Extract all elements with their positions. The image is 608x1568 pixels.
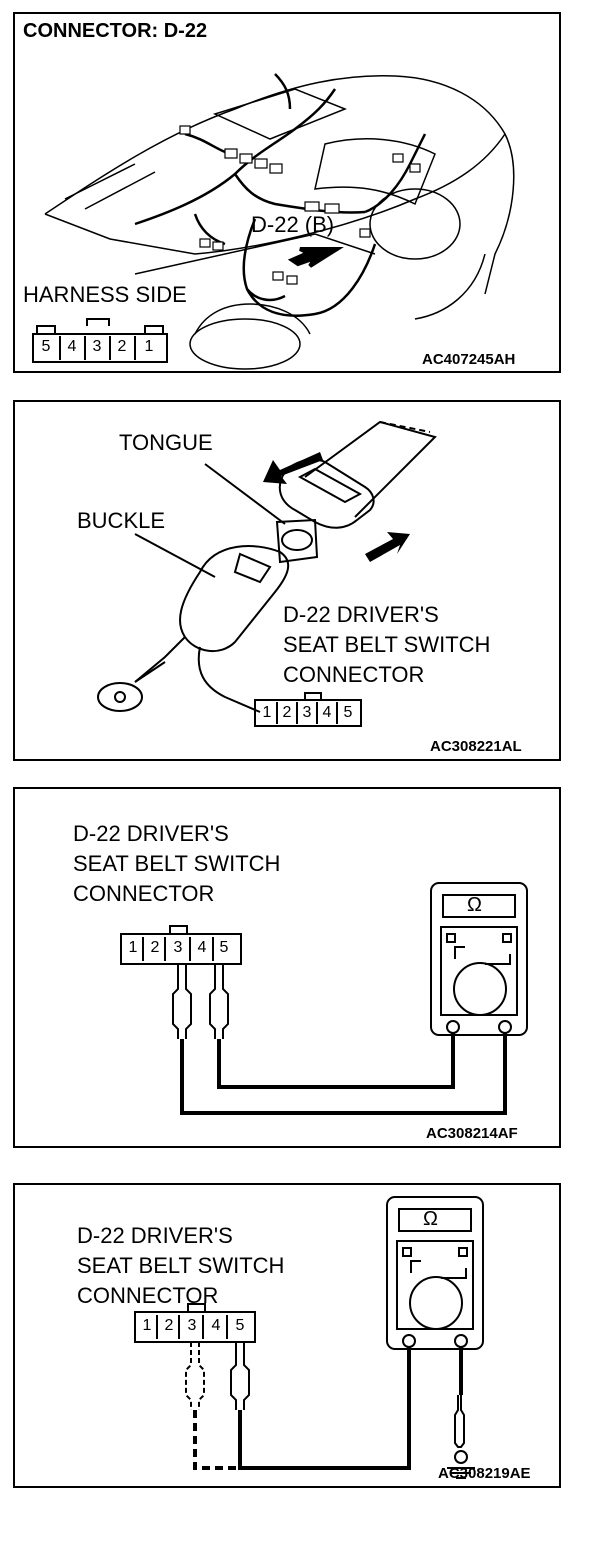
- pin-label: 2: [117, 338, 127, 355]
- pin-label: 1: [144, 338, 154, 355]
- pin-label: 3: [302, 704, 312, 721]
- pin-label: 2: [282, 704, 292, 721]
- ground-check-panel: D-22 DRIVER'S SEAT BELT SWITCH CONNECTOR…: [13, 1183, 561, 1488]
- pin-label: 2: [164, 1317, 174, 1334]
- connector-name-line: D-22 DRIVER'S: [283, 602, 439, 627]
- figure-code: AC308214AF: [426, 1125, 518, 1142]
- vehicle-harness-drawing: [32, 73, 515, 370]
- seat-belt-drawing: [97, 420, 437, 727]
- pin-label: 4: [197, 939, 207, 956]
- tongue-label: TONGUE: [119, 430, 213, 455]
- pin-label: 3: [187, 1317, 197, 1334]
- ground-test-drawing: [134, 1196, 484, 1479]
- pin-label: 4: [67, 338, 77, 355]
- harness-side-label: HARNESS SIDE: [23, 282, 187, 307]
- connector-name-line: SEAT BELT SWITCH: [77, 1253, 285, 1278]
- connector-name-line: SEAT BELT SWITCH: [283, 632, 491, 657]
- connector-callout: D-22 (B): [251, 212, 335, 237]
- pin-label: 4: [211, 1317, 221, 1334]
- pin-label: 5: [343, 704, 353, 721]
- pin-label: 3: [173, 939, 183, 956]
- connector-name-line: D-22 DRIVER'S: [77, 1223, 233, 1248]
- ohmmeter-test-drawing: [120, 882, 528, 1115]
- pin-label: 1: [128, 939, 138, 956]
- connector-name-line: CONNECTOR: [73, 881, 215, 906]
- connector-name-line: CONNECTOR: [283, 662, 425, 687]
- pin-label: 4: [322, 704, 332, 721]
- connector-location-panel: CONNECTOR: D-22 D-22 (B) HARNESS SIDE 5 …: [13, 12, 561, 373]
- pin-label: 1: [142, 1317, 152, 1334]
- connector-title: CONNECTOR: D-22: [23, 20, 208, 42]
- continuity-check-panel: D-22 DRIVER'S SEAT BELT SWITCH CONNECTOR…: [13, 787, 561, 1148]
- figure-code: AC407245AH: [422, 351, 516, 368]
- figure-code: AC308219AE: [438, 1465, 531, 1482]
- buckle-label: BUCKLE: [77, 508, 166, 533]
- seat-belt-panel: TONGUE BUCKLE D-22 DRIVER'S SEAT BELT SW…: [13, 400, 561, 761]
- ohm-symbol-icon: Ω: [467, 894, 482, 916]
- figure-code: AC308221AL: [430, 738, 522, 755]
- connector-name-line: D-22 DRIVER'S: [73, 821, 229, 846]
- pin-label: 1: [262, 704, 272, 721]
- connector-name-line: SEAT BELT SWITCH: [73, 851, 281, 876]
- pin-label: 5: [41, 338, 51, 355]
- pin-label: 5: [235, 1317, 245, 1334]
- pin-label: 2: [150, 939, 160, 956]
- pin-label: 5: [219, 939, 229, 956]
- pin-label: 3: [92, 338, 102, 355]
- connector-name-line: CONNECTOR: [77, 1283, 219, 1308]
- harness-connector-icon: [32, 318, 168, 363]
- ohm-symbol-icon: Ω: [423, 1208, 438, 1230]
